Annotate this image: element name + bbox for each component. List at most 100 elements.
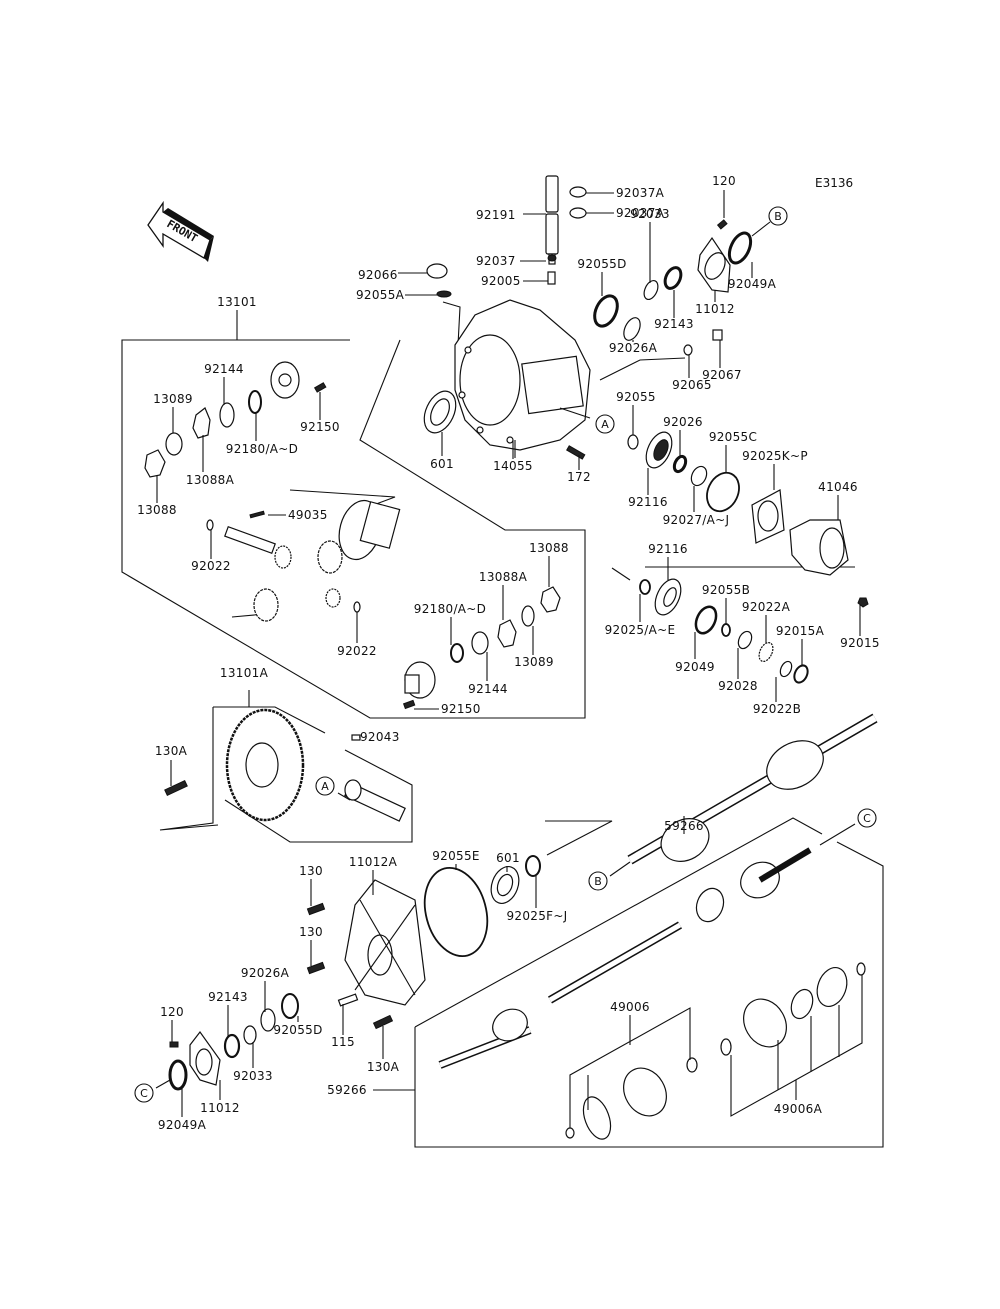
part-label-92049a_bot[interactable]: 92049A — [158, 1118, 207, 1132]
part-label-92028[interactable]: 92028 — [718, 679, 758, 693]
part-13089-washer-2 — [521, 605, 535, 627]
part-label-13088_top[interactable]: 13088 — [137, 503, 177, 517]
part-label-92049a_top[interactable]: 92049A — [728, 277, 777, 291]
part-label-92055a[interactable]: 92055A — [356, 288, 405, 302]
reference-letter-c: C — [863, 812, 871, 825]
part-label-92066[interactable]: 92066 — [358, 268, 398, 282]
part-label-11012_bot[interactable]: 11012 — [200, 1101, 240, 1115]
part-label-92025fj[interactable]: 92025F~J — [506, 909, 567, 923]
part-label-13088a_mid[interactable]: 13088A — [479, 570, 528, 584]
part-92028-collar — [737, 630, 753, 650]
part-label-92022a[interactable]: 92022A — [742, 600, 791, 614]
part-label-92144_mid[interactable]: 92144 — [468, 682, 508, 696]
part-label-92026a_top[interactable]: 92026A — [609, 341, 658, 355]
part-label-49006a[interactable]: 49006A — [774, 1102, 823, 1116]
part-label-92180_mid[interactable]: 92180/A~D — [414, 602, 486, 616]
part-label-92055[interactable]: 92055 — [616, 390, 656, 404]
part-130-bolt — [306, 902, 326, 916]
part-41046-housing — [789, 519, 849, 576]
part-label-59266_top[interactable]: 59266 — [664, 819, 704, 833]
part-label-92022b[interactable]: 92022B — [753, 702, 801, 716]
part-120-bolt — [716, 219, 728, 230]
part-92144-shim — [219, 402, 235, 428]
part-label-92150_top[interactable]: 92150 — [300, 420, 340, 434]
part-label-120_bot[interactable]: 120 — [160, 1005, 184, 1019]
part-92180-shim-2 — [450, 643, 464, 663]
part-label-11012_top[interactable]: 11012 — [695, 302, 735, 316]
part-label-92027[interactable]: 92027/A~J — [663, 513, 730, 527]
part-label-92037a_1[interactable]: 92037A — [616, 186, 665, 200]
part-92191-shaft — [545, 175, 559, 265]
part-label-130a_left[interactable]: 130A — [155, 744, 188, 758]
part-label-92022_left[interactable]: 92022 — [191, 559, 231, 573]
part-label-601_bot[interactable]: 601 — [496, 851, 520, 865]
part-label-92150_mid[interactable]: 92150 — [441, 702, 481, 716]
diagram-code: E3136 — [815, 176, 853, 190]
part-label-115[interactable]: 115 — [331, 1035, 355, 1049]
part-label-172[interactable]: 172 — [567, 470, 591, 484]
part-92033-circlip — [643, 279, 659, 301]
part-label-14055[interactable]: 14055 — [493, 459, 533, 473]
part-label-92026[interactable]: 92026 — [663, 415, 703, 429]
part-label-92043[interactable]: 92043 — [360, 730, 400, 744]
part-label-92033_top[interactable]: 92033 — [630, 207, 670, 221]
part-label-92037[interactable]: 92037 — [476, 254, 516, 268]
part-92027-shim — [690, 465, 708, 487]
part-label-92037a_2[interactable]: 92037A — [616, 206, 665, 220]
part-label-13088_mid[interactable]: 13088 — [529, 541, 569, 555]
part-92065-washer — [683, 344, 693, 356]
part-label-92055c[interactable]: 92055C — [709, 430, 757, 444]
part-label-92015[interactable]: 92015 — [840, 636, 880, 650]
part-label-92026a_bot[interactable]: 92026A — [241, 966, 290, 980]
part-label-92116_b[interactable]: 92116 — [648, 542, 688, 556]
part-label-92015a[interactable]: 92015A — [776, 624, 825, 638]
part-92150-bolt — [313, 382, 327, 393]
part-label-92055b[interactable]: 92055B — [702, 583, 750, 597]
part-label-92143_bot[interactable]: 92143 — [208, 990, 248, 1004]
part-label-13101a[interactable]: 13101A — [220, 666, 269, 680]
part-label-92025ae[interactable]: 92025/A~E — [605, 623, 676, 637]
part-label-92191[interactable]: 92191 — [476, 208, 516, 222]
part-label-120_top[interactable]: 120 — [712, 174, 736, 188]
part-label-92180_top[interactable]: 92180/A~D — [226, 442, 298, 456]
part-92116-bearing — [645, 431, 673, 469]
part-label-41046[interactable]: 41046 — [818, 480, 858, 494]
part-label-13088a_top[interactable]: 13088A — [186, 473, 235, 487]
part-label-92116_a[interactable]: 92116 — [628, 495, 668, 509]
part-92055D-oring-2 — [281, 993, 299, 1019]
part-label-13089_mid[interactable]: 13089 — [514, 655, 554, 669]
part-49006-boot-kit — [565, 1007, 698, 1140]
part-label-92055d_bot[interactable]: 92055D — [273, 1023, 322, 1037]
part-label-92055e[interactable]: 92055E — [432, 849, 480, 863]
part-92143-seal — [663, 266, 683, 290]
part-13088-nut — [144, 449, 166, 478]
part-label-49035[interactable]: 49035 — [288, 508, 328, 522]
reference-marker-a — [595, 414, 615, 434]
part-label-92055d_top[interactable]: 92055D — [577, 257, 626, 271]
part-92049A-seal-2 — [168, 1059, 188, 1091]
part-label-601_top[interactable]: 601 — [430, 457, 454, 471]
part-label-49006[interactable]: 49006 — [610, 1000, 650, 1014]
part-49035-pin — [249, 510, 265, 519]
part-label-13089_top[interactable]: 13089 — [153, 392, 193, 406]
part-label-92144_top[interactable]: 92144 — [204, 362, 244, 376]
bracket-lines — [231, 301, 855, 856]
part-label-92033_bot[interactable]: 92033 — [233, 1069, 273, 1083]
part-label-92022_mid[interactable]: 92022 — [337, 644, 377, 658]
part-label-92065[interactable]: 92065 — [672, 378, 712, 392]
part-label-130a_bot[interactable]: 130A — [367, 1060, 400, 1074]
part-92180-shim — [248, 390, 262, 414]
part-13089-washer — [165, 432, 183, 456]
part-label-11012a[interactable]: 11012A — [349, 855, 398, 869]
part-label-130_a[interactable]: 130 — [299, 864, 323, 878]
part-label-59266_bot[interactable]: 59266 — [327, 1083, 367, 1097]
part-92043-pin — [351, 734, 361, 741]
part-label-92143_top[interactable]: 92143 — [654, 317, 694, 331]
part-label-13101[interactable]: 13101 — [217, 295, 257, 309]
part-label-92025kp[interactable]: 92025K~P — [742, 449, 808, 463]
part-label-92005[interactable]: 92005 — [481, 274, 521, 288]
part-label-92067[interactable]: 92067 — [702, 368, 742, 382]
part-label-130_b[interactable]: 130 — [299, 925, 323, 939]
part-label-92049[interactable]: 92049 — [675, 660, 715, 674]
part-92015-nut — [857, 597, 869, 608]
